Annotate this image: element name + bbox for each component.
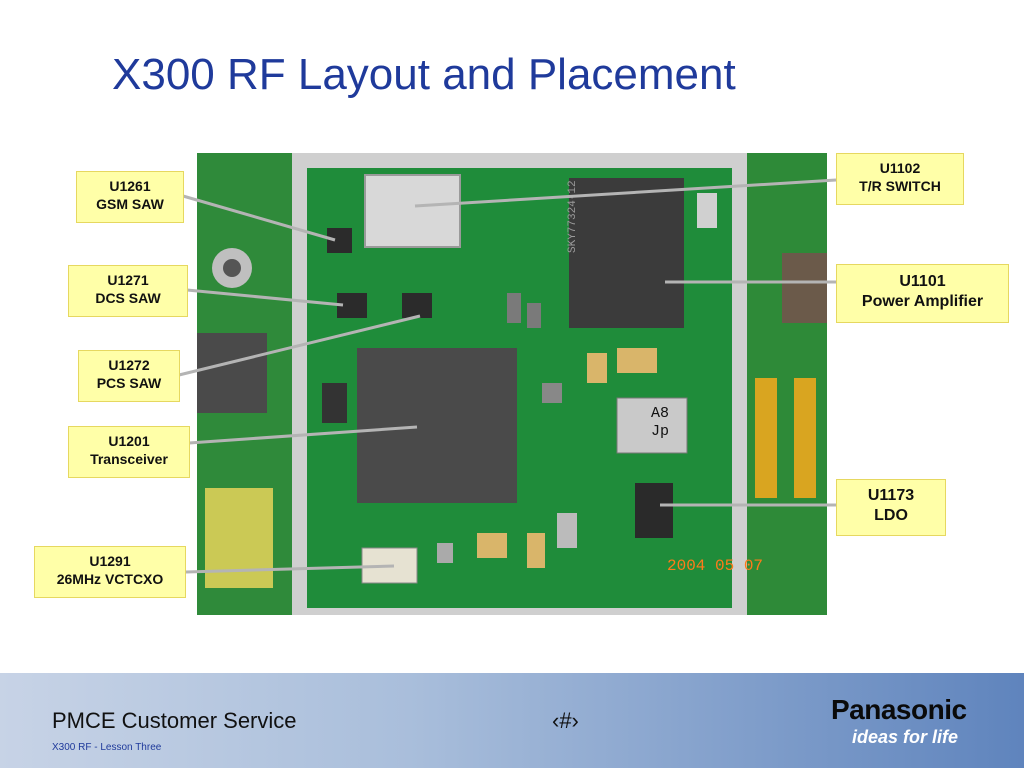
callout-desc: 26MHz VCTCXO [56,570,164,587]
callout-u1101: U1101 Power Amplifier [836,264,1009,323]
callout-ref: U1101 [899,273,946,290]
callout-u1173: U1173 LDO [836,479,946,536]
footer-title: PMCE Customer Service [52,708,297,733]
photo-date-stamp: 2004 05 07 [667,557,764,575]
callout-desc: LDO [874,507,908,524]
callout-ref: U1271 [107,272,149,288]
callout-ref: U1261 [109,178,151,194]
panasonic-logo: Panasonic [831,694,967,725]
callout-u1261: U1261 GSM SAW [76,171,184,223]
leader-u1201 [188,425,418,445]
callout-desc: Power Amplifier [861,293,984,310]
ldo-chip-marking: A8 Jp [651,405,670,440]
footer-subtitle: X300 RF - Lesson Three [52,742,162,753]
leader-u1271 [186,288,344,307]
leader-u1102 [414,178,837,208]
callout-desc: GSM SAW [96,195,164,212]
callout-ref: U1173 [867,487,915,504]
footer-band [0,673,1024,768]
callout-desc: PCS SAW [96,374,162,391]
slide-title: X300 RF Layout and Placement [112,50,736,99]
brand-tagline: ideas for life [852,727,959,747]
pcb-photo: 2004 05 07 SKY77324-12 A8 Jp [197,153,827,615]
callout-desc: T/R SWITCH [859,177,941,194]
callout-u1271: U1271 DCS SAW [68,265,188,317]
callout-u1102: U1102 T/R SWITCH [836,153,964,205]
callout-ref: U1291 [89,553,131,569]
callout-u1291: U1291 26MHz VCTCXO [34,546,186,598]
callout-u1201: U1201 Transceiver [68,426,190,478]
callout-ref: U1201 [108,433,150,449]
callout-desc: Transceiver [90,450,168,467]
callout-ref: U1272 [108,357,150,373]
callout-u1272: U1272 PCS SAW [78,350,180,402]
callout-ref: U1102 [879,160,921,176]
page-number: ‹#› [552,708,579,733]
callout-desc: DCS SAW [95,289,161,306]
leader-u1272 [178,314,421,377]
pcb-photo-drawing [197,153,827,615]
leader-u1291 [185,564,395,574]
leader-u1261 [182,194,336,242]
